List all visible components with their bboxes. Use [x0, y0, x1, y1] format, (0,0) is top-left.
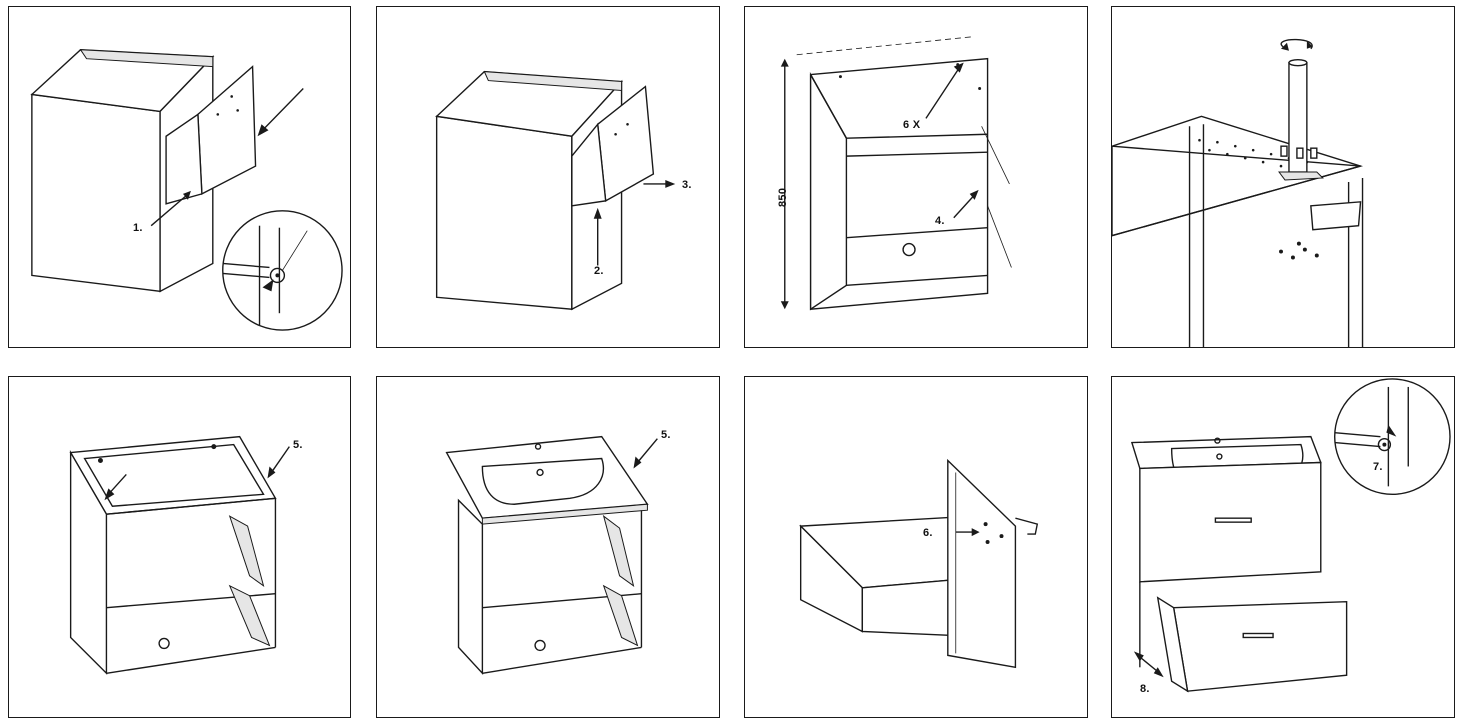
- step-label-1: 1.: [133, 222, 143, 234]
- drawer-rail-illustration: [435, 70, 676, 311]
- step-panel-5: 5.: [8, 376, 351, 718]
- leveling-foot-illustration: [1112, 38, 1364, 347]
- dimension-label: 850: [777, 187, 789, 207]
- step-label-4: 4.: [935, 215, 945, 227]
- step-panel-4: [1111, 6, 1455, 348]
- step-panel-6: 5.: [376, 376, 720, 718]
- step-label-8: 8.: [1140, 683, 1150, 695]
- drawer-front-illustration: [799, 458, 1039, 669]
- cabinet-frame-dimension-illustration: [780, 36, 1012, 311]
- step-panel-1: 1.: [8, 6, 351, 348]
- cabinet-drawer-removal-illustration: [30, 49, 343, 331]
- step-label-7: 7.: [1373, 461, 1383, 473]
- step-label-2: 2.: [594, 265, 604, 277]
- countertop-sink-illustration: [445, 435, 658, 676]
- step-label-3: 3.: [682, 179, 692, 191]
- step-panel-8: 7. 8.: [1111, 376, 1455, 718]
- cabinet-frame-top-illustration: [69, 435, 290, 675]
- step-label-5b: 5.: [661, 429, 671, 441]
- step-panel-7: 6.: [744, 376, 1088, 718]
- step-panel-3: 850 6 X 4.: [744, 6, 1088, 348]
- finished-vanity-illustration: [1130, 378, 1451, 693]
- step-label-6: 6.: [923, 527, 933, 539]
- step-label-6x: 6 X: [903, 119, 921, 131]
- step-label-5a: 5.: [293, 439, 303, 451]
- step-panel-2: 2. 3.: [376, 6, 720, 348]
